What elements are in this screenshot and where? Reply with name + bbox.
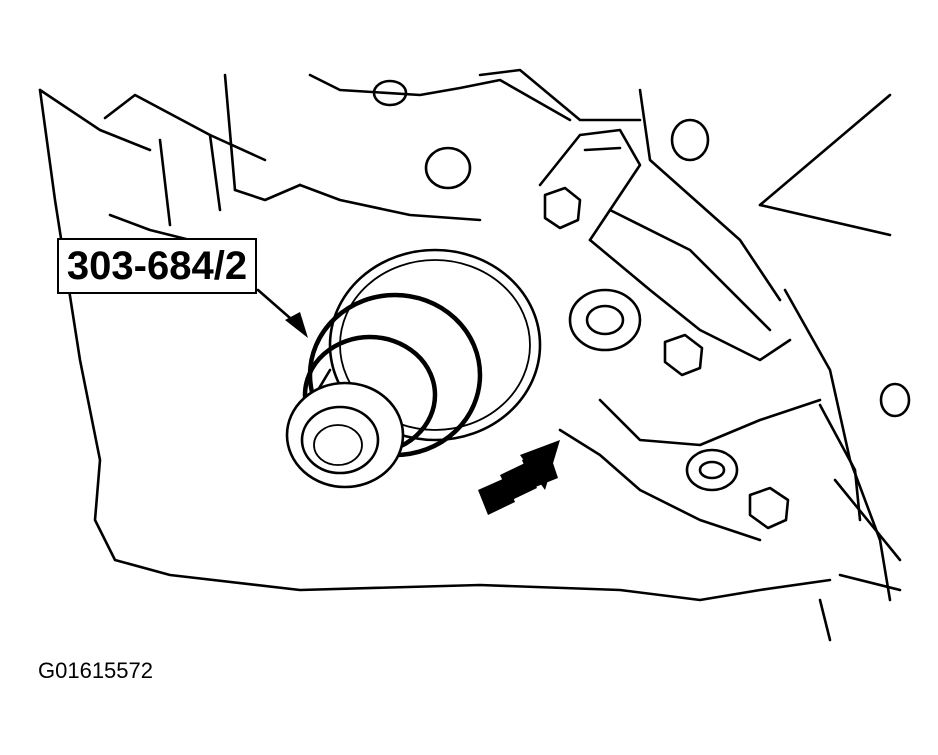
figure-id: G01615572 bbox=[38, 658, 153, 683]
leader-arrow bbox=[256, 288, 308, 338]
bracket-arm bbox=[538, 128, 822, 542]
seal-installer-tool bbox=[285, 248, 542, 489]
tool-number-text: 303-684/2 bbox=[66, 243, 248, 288]
tool-number-label: 303-684/2 bbox=[57, 238, 257, 294]
bolt-heads bbox=[372, 79, 911, 530]
housing-outline bbox=[38, 68, 902, 642]
direction-arrow-icon bbox=[478, 440, 560, 515]
